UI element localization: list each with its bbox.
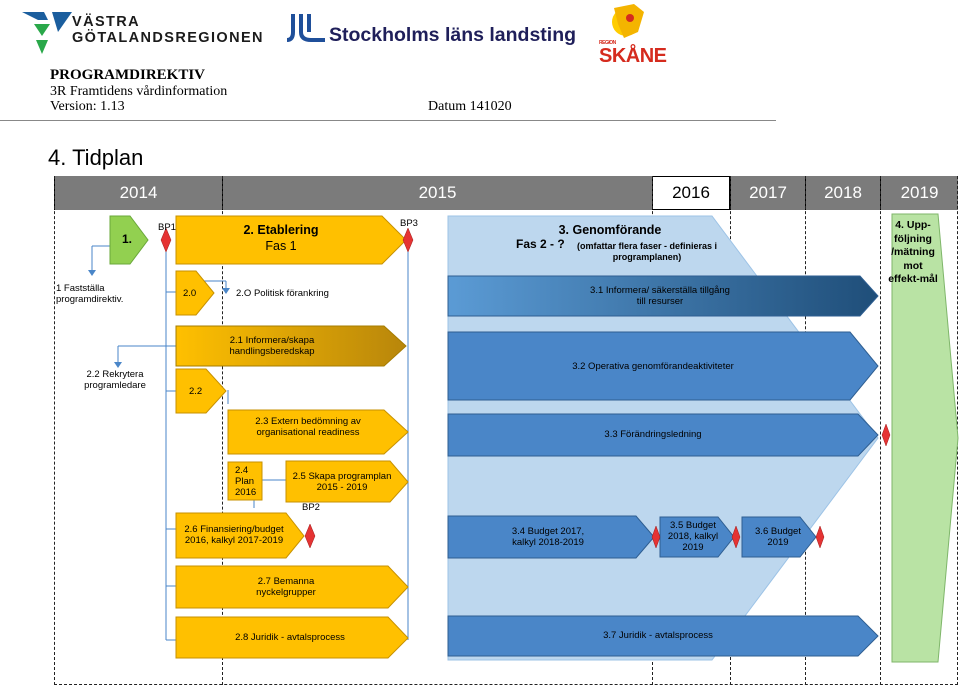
step-3-1-label: 3.1 Informera/ säkerställa tillgång till… — [590, 285, 730, 307]
step-2-7-label: 2.7 Bemanna nyckelgrupper — [256, 576, 316, 598]
step-2-4-shape — [227, 461, 263, 501]
step-2-etablering-arrow — [175, 215, 407, 265]
step-3-label: 3. Genomförande — [558, 223, 662, 237]
step-2-5-label: 2.5 Skapa programplan 2015 - 2019 — [292, 471, 392, 493]
step-2-3-arrow — [227, 409, 409, 455]
document-date: Datum 141020 — [428, 99, 512, 114]
grid-line — [54, 176, 55, 685]
step-2-1-label: 2.1 Informera/skapa handlingsberedskap — [229, 335, 315, 357]
step-3-2-arrow — [447, 331, 879, 401]
year-2019: 2019 — [880, 176, 958, 210]
bp2-label: BP2 — [302, 502, 320, 513]
step-3-7-label: 3.7 Juridik - avtalsprocess — [603, 630, 713, 641]
step-3-5-arrow — [659, 516, 735, 558]
bp1-label: BP1 — [158, 222, 176, 233]
skane-logo-text: REGION SKÅNE — [599, 40, 667, 67]
milestone-diamond — [731, 525, 741, 549]
grid-line — [880, 176, 881, 685]
step-3-7-arrow — [447, 615, 879, 657]
sll-logo-icon — [287, 14, 325, 42]
step-2-6-arrow — [175, 512, 305, 559]
year-2014: 2014 — [54, 176, 222, 210]
step-2-2-arrow — [175, 368, 227, 414]
step-3-3-label: 3.3 Förändringsledning — [604, 429, 702, 440]
connector-lines — [91, 245, 409, 641]
step-2-8-label: 2.8 Juridik - avtalsprocess — [235, 632, 345, 643]
step-1-label: 1. — [122, 232, 133, 246]
milestone-bp2-diamond — [304, 523, 316, 549]
step-1-note: 1 Fastställa programdirektiv. — [56, 283, 124, 305]
step-3-3-arrow — [447, 413, 879, 457]
step-2-0-label: 2.0 — [183, 288, 197, 299]
milestone-diamond — [815, 525, 825, 549]
step-2-7-arrow — [175, 565, 409, 609]
step-3-2-label: 3.2 Operativa genomförandeaktiviteter — [572, 361, 734, 372]
step-2-2-label: 2.2 — [189, 386, 203, 397]
document-title: PROGRAMDIREKTIV — [50, 67, 206, 83]
vgr-logo-icon — [22, 12, 72, 54]
step-2-label: 2. Etablering Fas 1 — [243, 223, 319, 253]
step-2-5-arrow — [285, 460, 409, 503]
year-2017: 2017 — [730, 176, 805, 210]
vgr-logo-text: VÄSTRA GÖTALANDSREGIONEN — [72, 14, 264, 46]
step-3-6-arrow — [741, 516, 817, 558]
sll-logo-text: Stockholms läns landsting — [329, 24, 577, 46]
step-2-0-arrow — [175, 270, 215, 316]
step-3-1-arrow — [447, 275, 879, 317]
step-3-sub: Fas 2 - ? — [516, 237, 565, 251]
skane-griffin-icon — [612, 4, 644, 38]
grid-line — [222, 176, 223, 685]
section-title: 4. Tidplan — [48, 145, 144, 170]
header-divider — [0, 120, 776, 121]
year-2018: 2018 — [805, 176, 880, 210]
step-3-4-label: 3.4 Budget 2017, kalkyl 2018-2019 — [511, 526, 585, 548]
step-1-shape — [109, 215, 149, 265]
document-version: Version: 1.13 — [50, 99, 125, 114]
step-3-note: (omfattar flera faser - definieras i pro… — [576, 241, 718, 262]
step-3-4-arrow — [447, 515, 655, 559]
milestone-bp1-diamond — [160, 227, 172, 253]
step-4-arrow — [891, 213, 959, 663]
step-3-6-label: 3.6 Budget 2019 — [755, 526, 801, 548]
step-2-0-note: 2.O Politisk förankring — [236, 288, 329, 299]
step-2-8-arrow — [175, 616, 409, 659]
milestone-diamond — [651, 525, 661, 549]
step-2-3-label: 2.3 Extern bedömning av organisational r… — [255, 416, 361, 438]
milestone-bp3-diamond — [402, 227, 414, 253]
step-3-5-label: 3.5 Budget 2018, kalkyl 2019 — [667, 520, 719, 553]
milestone-diamond — [881, 423, 891, 447]
step-2-4-label: 2.4 Plan 2016 — [235, 465, 257, 498]
step-2-2-note: 2.2 Rekrytera programledare — [84, 369, 146, 391]
step-2-1-arrow — [175, 325, 407, 367]
step-4-label: 4. Upp-följning /mätning mot effekt-mål — [888, 219, 938, 285]
year-2016: 2016 — [652, 176, 730, 210]
bp3-label: BP3 — [400, 218, 418, 229]
document-subtitle: 3R Framtidens vårdinformation — [50, 84, 228, 99]
step-2-6-label: 2.6 Finansiering/budget 2016, kalkyl 201… — [184, 524, 284, 546]
